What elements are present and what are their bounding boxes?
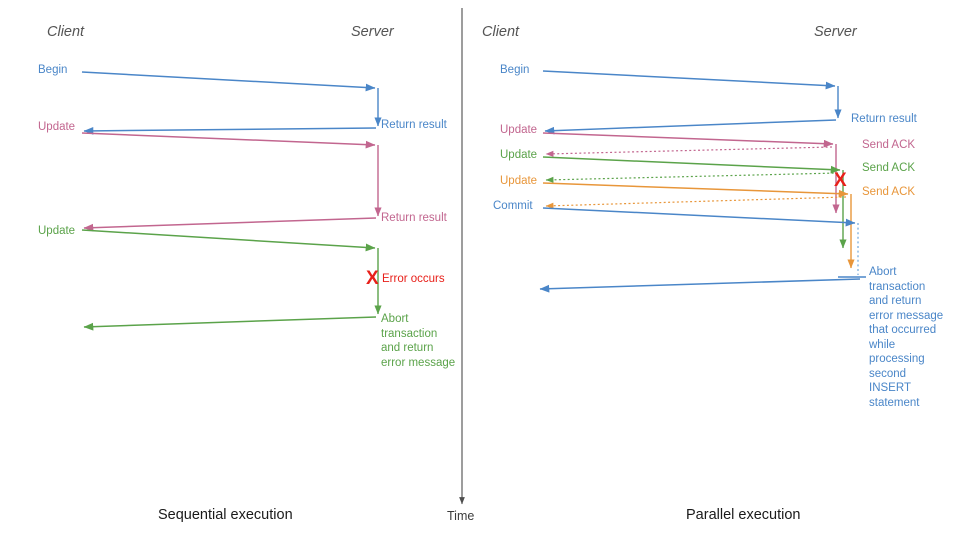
abort-message-left: Abort transaction and return error messa… [381, 313, 456, 369]
message-label-return-result-2: Return result [381, 212, 447, 224]
message-label-r-update-2: Update [500, 149, 538, 161]
arrow-r-abort-return [539, 278, 861, 293]
arrow-return-result-1 [83, 127, 377, 135]
arrow-r-ack-2 [545, 172, 839, 183]
message-label-update-2-left: Update [38, 225, 76, 237]
arrow-update-2-request [81, 229, 376, 252]
message-label-r-update-3: Update [500, 175, 538, 187]
arrow-r-ack-3 [545, 196, 847, 209]
arrow-r-update-2 [542, 156, 841, 174]
time-axis-label: Time [447, 509, 475, 523]
error-label-left: Error occurs [382, 273, 445, 285]
arrow-abort-return [83, 316, 377, 331]
panel-caption-parallel: Parallel execution [686, 507, 801, 523]
panel-sequential-arrows [81, 71, 382, 331]
arrow-begin-request [81, 71, 376, 92]
arrow-r-return-result [544, 119, 837, 135]
message-label-r-return-result: Return result [851, 113, 917, 125]
message-label-begin-left: Begin [38, 64, 68, 76]
actor-label-server-left: Server [351, 24, 394, 40]
arrow-update-1-request [81, 132, 376, 149]
panel-parallel-arrows [539, 70, 866, 293]
message-label-r-ack-1: Send ACK [862, 139, 916, 151]
message-label-r-ack-2: Send ACK [862, 162, 916, 174]
panel-caption-sequential: Sequential execution [158, 507, 293, 523]
message-label-update-1-left: Update [38, 121, 76, 133]
actor-label-client-left: Client [47, 24, 85, 40]
message-label-r-update-1: Update [500, 124, 538, 136]
actor-label-client-right: Client [482, 24, 520, 40]
message-label-r-commit: Commit [493, 200, 533, 212]
error-x-icon-left: X [366, 268, 379, 289]
abort-message-right: Abort transaction and return error messa… [869, 266, 944, 409]
arrow-r-update-1 [542, 132, 834, 148]
arrow-r-begin-request [542, 70, 836, 90]
message-label-begin-right: Begin [500, 64, 530, 76]
actor-label-server-right: Server [814, 24, 857, 40]
message-label-return-result-1: Return result [381, 119, 447, 131]
arrow-r-update-3 [542, 182, 849, 198]
arrow-return-result-2 [83, 217, 377, 232]
arrow-r-commit [542, 207, 856, 227]
error-x-icon-right: X [834, 170, 847, 191]
arrow-r-ack-1 [545, 146, 833, 157]
message-label-r-ack-3: Send ACK [862, 186, 916, 198]
